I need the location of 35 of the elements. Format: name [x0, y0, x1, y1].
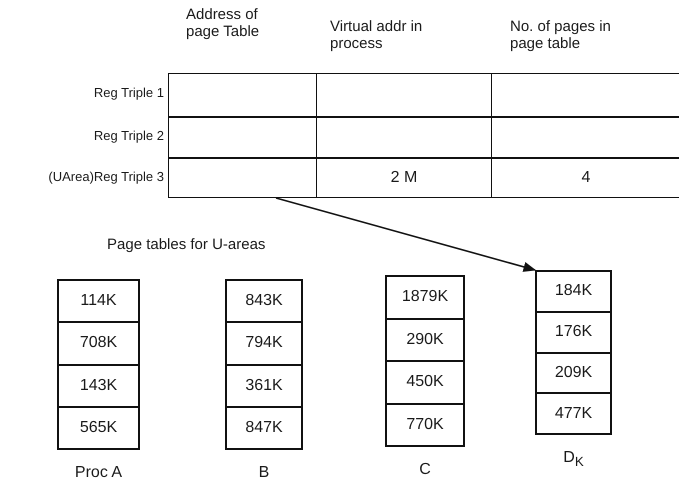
page-entry: 184K	[554, 281, 594, 302]
page-entry: 143K	[59, 364, 138, 406]
page-entry: 209K	[537, 352, 610, 392]
page-table	[385, 275, 465, 447]
table-cell	[168, 157, 317, 198]
table-cell: 4	[491, 157, 679, 198]
table-caption: C	[418, 461, 432, 479]
page-entry: 1879K	[400, 287, 450, 308]
page-entry: 565K	[59, 406, 138, 448]
page-entry: 770K	[387, 402, 463, 445]
table-cell: 2 M	[316, 157, 492, 198]
table-caption: D$_{K}$	[562, 449, 585, 470]
column-header: No. of pages in page table	[510, 18, 612, 52]
page-entry: 477K	[537, 392, 610, 433]
page-entry: 847K	[227, 406, 301, 448]
table-caption: B	[258, 464, 270, 482]
page-entry: 708K	[59, 321, 138, 364]
page-entry: 176K	[537, 310, 610, 352]
arrow	[276, 197, 536, 272]
page-entry: 114K	[79, 291, 118, 312]
row-label: (UArea)Reg Triple 3	[47, 169, 164, 184]
column-header: Virtual addr in process	[330, 18, 424, 52]
page-table	[225, 279, 303, 450]
column-header: Address of page Table	[186, 6, 260, 40]
page-entry: 843K	[244, 291, 284, 312]
page-entry: 361K	[227, 364, 301, 406]
page-entry: 450K	[387, 360, 463, 402]
page-entry: 290K	[387, 318, 463, 360]
row-label: Reg Triple 2	[92, 128, 164, 143]
page-entry: 794K	[227, 321, 301, 364]
table-caption: Proc A	[74, 464, 124, 482]
page-table	[57, 279, 140, 450]
section-title: Page tables for U-areas	[107, 236, 266, 253]
page-table	[535, 270, 612, 435]
row-label: Reg Triple 1	[92, 85, 164, 100]
